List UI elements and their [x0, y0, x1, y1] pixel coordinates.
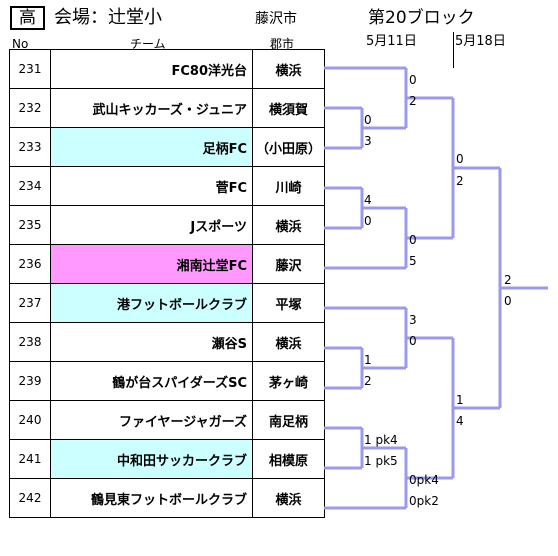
team-name: ファイヤージャガーズ — [50, 400, 253, 440]
team-region: （小田原） — [252, 127, 325, 167]
score: 0 — [504, 294, 512, 308]
score: 0 — [409, 73, 417, 87]
team-name: 鶴が台スパイダーズSC — [50, 361, 253, 401]
score: 0 — [409, 334, 417, 348]
score: 5 — [409, 254, 417, 268]
team-name: 鶴見東フットボールクラブ — [50, 478, 253, 518]
score: 1 — [364, 353, 372, 367]
team-region: 藤沢 — [252, 244, 325, 284]
score: 2 — [409, 94, 417, 108]
score: 0 — [364, 113, 372, 127]
score: 4 — [456, 414, 464, 428]
bracket-line — [404, 68, 453, 508]
team-number: 233 — [9, 127, 51, 167]
bracket-lines — [324, 66, 548, 510]
team-number: 239 — [9, 361, 51, 401]
column-header-no: No — [12, 37, 29, 51]
score: 0pk4 — [409, 473, 439, 487]
score: 3 — [409, 313, 417, 327]
team-number: 235 — [9, 205, 51, 245]
block-title: 第20ブロック — [368, 8, 475, 28]
team-number: 240 — [9, 400, 51, 440]
team-name: 中和田サッカークラブ — [50, 439, 253, 479]
score: 0pk2 — [409, 494, 439, 508]
bracket-line — [451, 98, 500, 478]
score: 2 — [504, 273, 512, 287]
team-name: 菅FC — [50, 166, 253, 206]
team-region: 川崎 — [252, 166, 325, 206]
grade-label: 高 — [10, 6, 45, 30]
team-name: FC80洋光台 — [50, 49, 253, 89]
score: 1 pk4 — [364, 433, 398, 447]
score: 0 — [364, 214, 372, 228]
column-header-region: 郡市 — [270, 37, 295, 51]
team-region: 相模原 — [252, 439, 325, 479]
team-name: Jスポーツ — [50, 205, 253, 245]
team-region: 横浜 — [252, 478, 325, 518]
bracket-line — [360, 108, 406, 468]
team-number: 236 — [9, 244, 51, 284]
score: 2 — [364, 374, 372, 388]
score: 3 — [364, 134, 372, 148]
bracket-line — [324, 66, 406, 510]
date-divider — [453, 32, 454, 68]
team-name: 港フットボールクラブ — [50, 283, 253, 323]
round1-date: 5月11日 — [366, 34, 417, 49]
team-region: 平塚 — [252, 283, 325, 323]
team-name: 足柄FC — [50, 127, 253, 167]
score: 2 — [456, 174, 464, 188]
team-number: 241 — [9, 439, 51, 479]
team-region: 茅ヶ崎 — [252, 361, 325, 401]
round2-date: 5月18日 — [455, 34, 506, 49]
team-number: 232 — [9, 88, 51, 128]
team-region: 南足柄 — [252, 400, 325, 440]
score: 1 — [456, 393, 464, 407]
score: 0 — [456, 152, 464, 166]
venue-title: 会場：辻堂小 — [54, 7, 162, 28]
team-region: 横浜 — [252, 49, 325, 89]
bracket-line — [498, 168, 548, 408]
column-header-team: チーム — [130, 37, 166, 51]
score: 4 — [364, 193, 372, 207]
score: 0 — [409, 233, 417, 247]
team-name: 武山キッカーズ・ジュニア — [50, 88, 253, 128]
city-label: 藤沢市 — [255, 11, 297, 27]
score: 1 pk5 — [364, 454, 398, 468]
